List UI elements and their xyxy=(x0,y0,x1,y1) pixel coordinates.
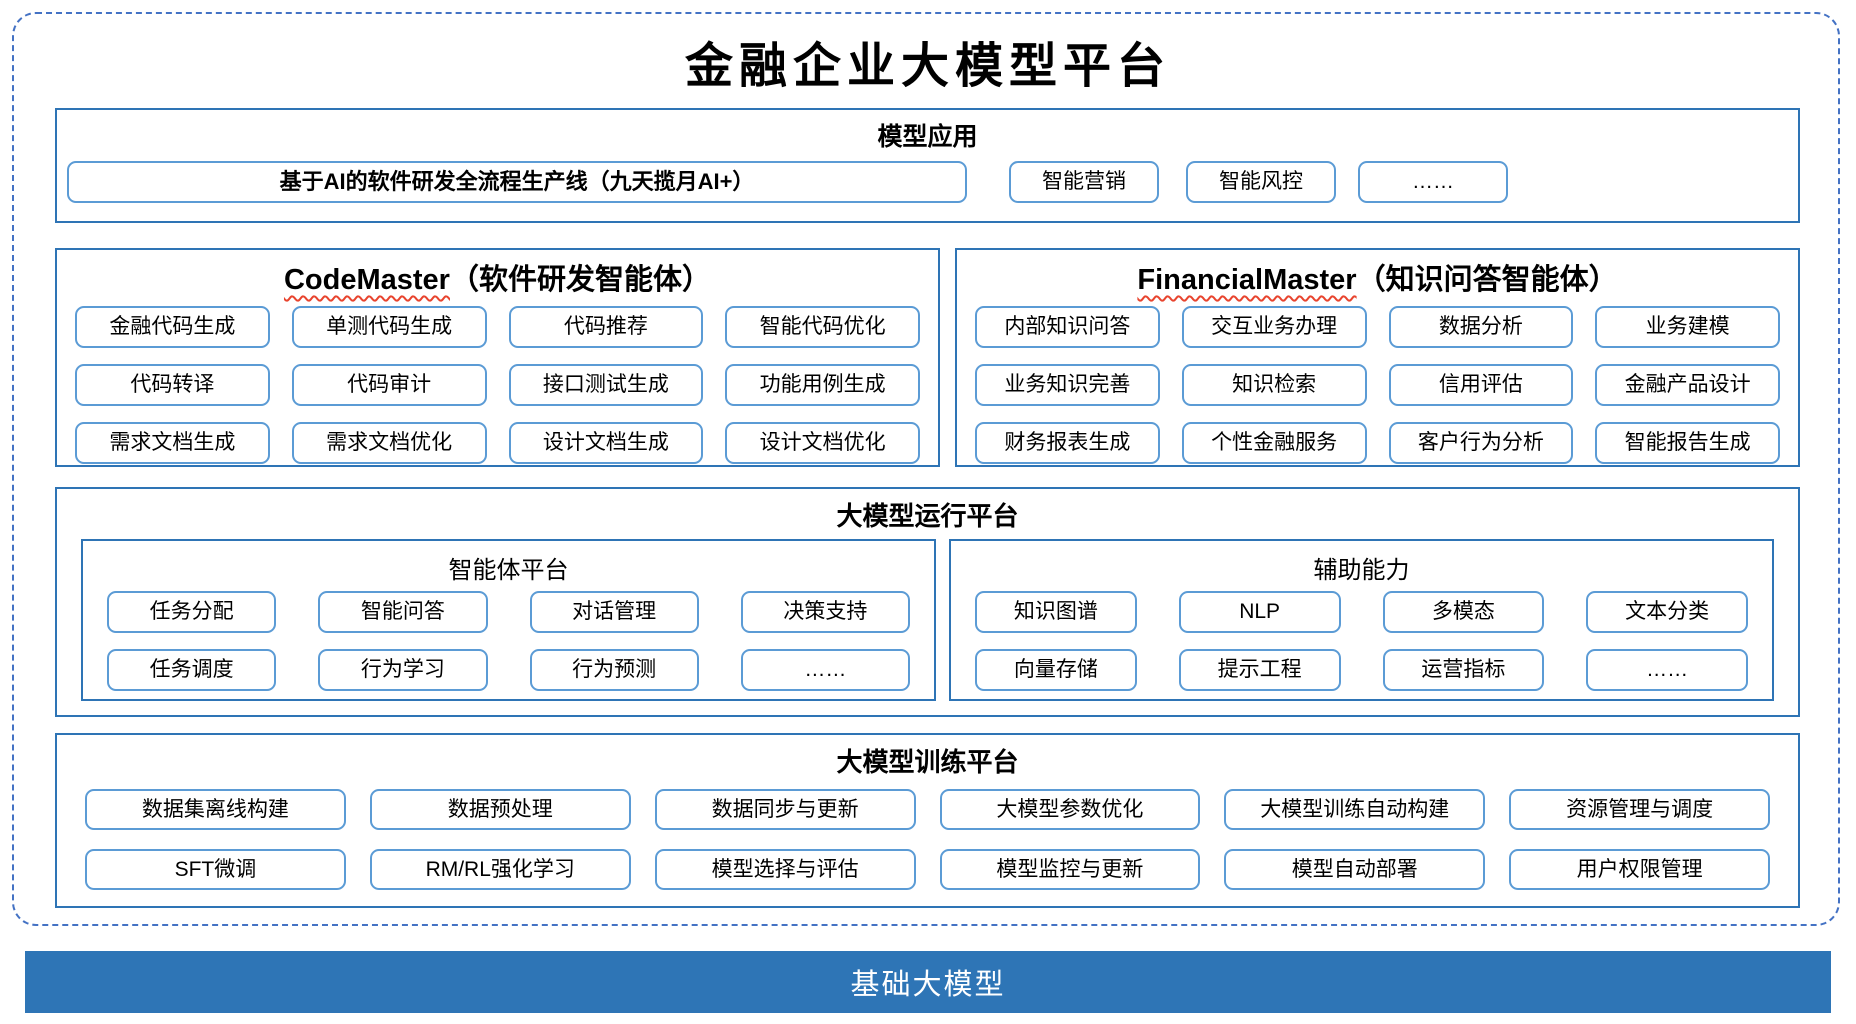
agent-platform-title: 智能体平台 xyxy=(448,557,569,584)
capability-box: 任务分配 xyxy=(107,591,277,633)
app-box-risk-control: 智能风控 xyxy=(1186,161,1336,203)
capability-box: 知识检索 xyxy=(1181,364,1367,406)
capability-box: 大模型训练自动构建 xyxy=(1224,789,1486,830)
capability-box: 业务建模 xyxy=(1595,306,1780,348)
capability-box: 资源管理与调度 xyxy=(1509,789,1770,830)
section-training-platform: 大模型训练平台 数据集离线构建 数据预处理 数据同步与更新 大模型参数优化 大模… xyxy=(55,733,1800,908)
capability-box: 业务知识完善 xyxy=(975,364,1160,406)
capability-box: 模型监控与更新 xyxy=(939,849,1201,890)
capability-box: 数据集离线构建 xyxy=(85,789,346,830)
capability-box: …… xyxy=(740,649,910,691)
capability-box: 行为预测 xyxy=(529,649,699,691)
section-runtime-title: 大模型运行平台 xyxy=(836,501,1019,531)
capability-box: 数据预处理 xyxy=(369,789,631,830)
card-code-master: CodeMaster（软件研发智能体） 金融代码生成 单测代码生成 代码推荐 智… xyxy=(55,248,940,467)
capability-box: 多模态 xyxy=(1382,591,1545,633)
app-box-marketing: 智能营销 xyxy=(1009,161,1159,203)
card-code-master-title: CodeMaster（软件研发智能体） xyxy=(57,250,938,302)
capability-box: 功能用例生成 xyxy=(725,364,920,406)
capability-box: 智能问答 xyxy=(318,591,488,633)
section-training-title: 大模型训练平台 xyxy=(836,747,1019,777)
capability-box: 对话管理 xyxy=(529,591,699,633)
capability-box: SFT微调 xyxy=(85,849,346,890)
agent-platform-grid: 任务分配 智能问答 对话管理 决策支持 任务调度 行为学习 行为预测 …… xyxy=(83,585,934,703)
app-box-ellipsis: …… xyxy=(1358,161,1508,203)
section-runtime-platform: 大模型运行平台 智能体平台 任务分配 智能问答 对话管理 决策支持 任务调度 行… xyxy=(55,487,1800,717)
foundation-model-label: 基础大模型 xyxy=(850,969,1006,1001)
capability-box: 向量存储 xyxy=(975,649,1137,691)
card-financial-master-title: FinancialMaster（知识问答智能体） xyxy=(957,250,1798,302)
capability-box: 文本分类 xyxy=(1586,591,1748,633)
app-box-ai-pipeline: 基于AI的软件研发全流程生产线（九天揽月AI+） xyxy=(67,161,967,203)
capability-box: 单测代码生成 xyxy=(291,306,487,348)
capability-box: 需求文档生成 xyxy=(75,422,270,464)
capability-box: 金融代码生成 xyxy=(75,306,270,348)
capability-box: 行为学习 xyxy=(318,649,488,691)
capability-box: 运营指标 xyxy=(1382,649,1545,691)
capability-box: 提示工程 xyxy=(1178,649,1341,691)
capability-box: 智能报告生成 xyxy=(1595,422,1780,464)
code-master-grid: 金融代码生成 单测代码生成 代码推荐 智能代码优化 代码转译 代码审计 接口测试… xyxy=(57,302,938,476)
capability-box: 交互业务办理 xyxy=(1181,306,1367,348)
subcard-aux-ability: 辅助能力 知识图谱 NLP 多模态 文本分类 向量存储 提示工程 运营指标 …… xyxy=(949,539,1774,701)
page-title: 金融企业大模型平台 xyxy=(684,38,1171,94)
capability-box: 金融产品设计 xyxy=(1595,364,1780,406)
capability-box: 代码推荐 xyxy=(508,306,704,348)
capability-box: 决策支持 xyxy=(740,591,910,633)
financial-master-title-en: FinancialMaster xyxy=(1137,264,1357,296)
capability-box: 财务报表生成 xyxy=(975,422,1160,464)
financial-master-title-zh: （知识问答智能体） xyxy=(1356,264,1618,296)
model-app-box-row: 基于AI的软件研发全流程生产线（九天揽月AI+） 智能营销 智能风控 …… xyxy=(67,161,1798,203)
capability-box: 大模型参数优化 xyxy=(939,789,1201,830)
capability-box: NLP xyxy=(1178,591,1341,633)
capability-box: 需求文档优化 xyxy=(291,422,487,464)
capability-box: 个性金融服务 xyxy=(1181,422,1367,464)
capability-box: 模型选择与评估 xyxy=(654,849,916,890)
subcard-agent-platform: 智能体平台 任务分配 智能问答 对话管理 决策支持 任务调度 行为学习 行为预测… xyxy=(81,539,936,701)
capability-box: 信用评估 xyxy=(1388,364,1574,406)
capability-box: 智能代码优化 xyxy=(725,306,920,348)
section-model-applications-title: 模型应用 xyxy=(877,123,978,151)
capability-box: 用户权限管理 xyxy=(1509,849,1770,890)
foundation-model-bar: 基础大模型 xyxy=(25,951,1831,1013)
capability-box: 知识图谱 xyxy=(975,591,1137,633)
capability-box: 模型自动部署 xyxy=(1224,849,1486,890)
code-master-title-zh: （软件研发智能体） xyxy=(449,264,711,296)
runtime-subcards: 智能体平台 任务分配 智能问答 对话管理 决策支持 任务调度 行为学习 行为预测… xyxy=(57,533,1798,701)
capability-box: …… xyxy=(1586,649,1748,691)
financial-master-grid: 内部知识问答 交互业务办理 数据分析 业务建模 业务知识完善 知识检索 信用评估… xyxy=(957,302,1798,476)
capability-box: 设计文档生成 xyxy=(508,422,704,464)
aux-ability-grid: 知识图谱 NLP 多模态 文本分类 向量存储 提示工程 运营指标 …… xyxy=(951,585,1772,703)
capability-box: 设计文档优化 xyxy=(725,422,920,464)
capability-box: 数据同步与更新 xyxy=(654,789,916,830)
code-master-title-en: CodeMaster xyxy=(283,264,450,296)
capability-box: RM/RL强化学习 xyxy=(369,849,631,890)
capability-box: 数据分析 xyxy=(1388,306,1574,348)
capability-box: 接口测试生成 xyxy=(508,364,704,406)
capability-box: 内部知识问答 xyxy=(975,306,1160,348)
capability-box: 代码审计 xyxy=(291,364,487,406)
training-grid: 数据集离线构建 数据预处理 数据同步与更新 大模型参数优化 大模型训练自动构建 … xyxy=(57,779,1798,890)
section-model-applications: 模型应用 基于AI的软件研发全流程生产线（九天揽月AI+） 智能营销 智能风控 … xyxy=(55,108,1800,223)
outer-dashed-border xyxy=(12,12,1840,926)
capability-box: 任务调度 xyxy=(107,649,277,691)
capability-box: 客户行为分析 xyxy=(1388,422,1574,464)
card-financial-master: FinancialMaster（知识问答智能体） 内部知识问答 交互业务办理 数… xyxy=(955,248,1800,467)
capability-box: 代码转译 xyxy=(75,364,270,406)
aux-ability-title: 辅助能力 xyxy=(1313,557,1410,584)
section-agents: CodeMaster（软件研发智能体） 金融代码生成 单测代码生成 代码推荐 智… xyxy=(55,248,1800,467)
